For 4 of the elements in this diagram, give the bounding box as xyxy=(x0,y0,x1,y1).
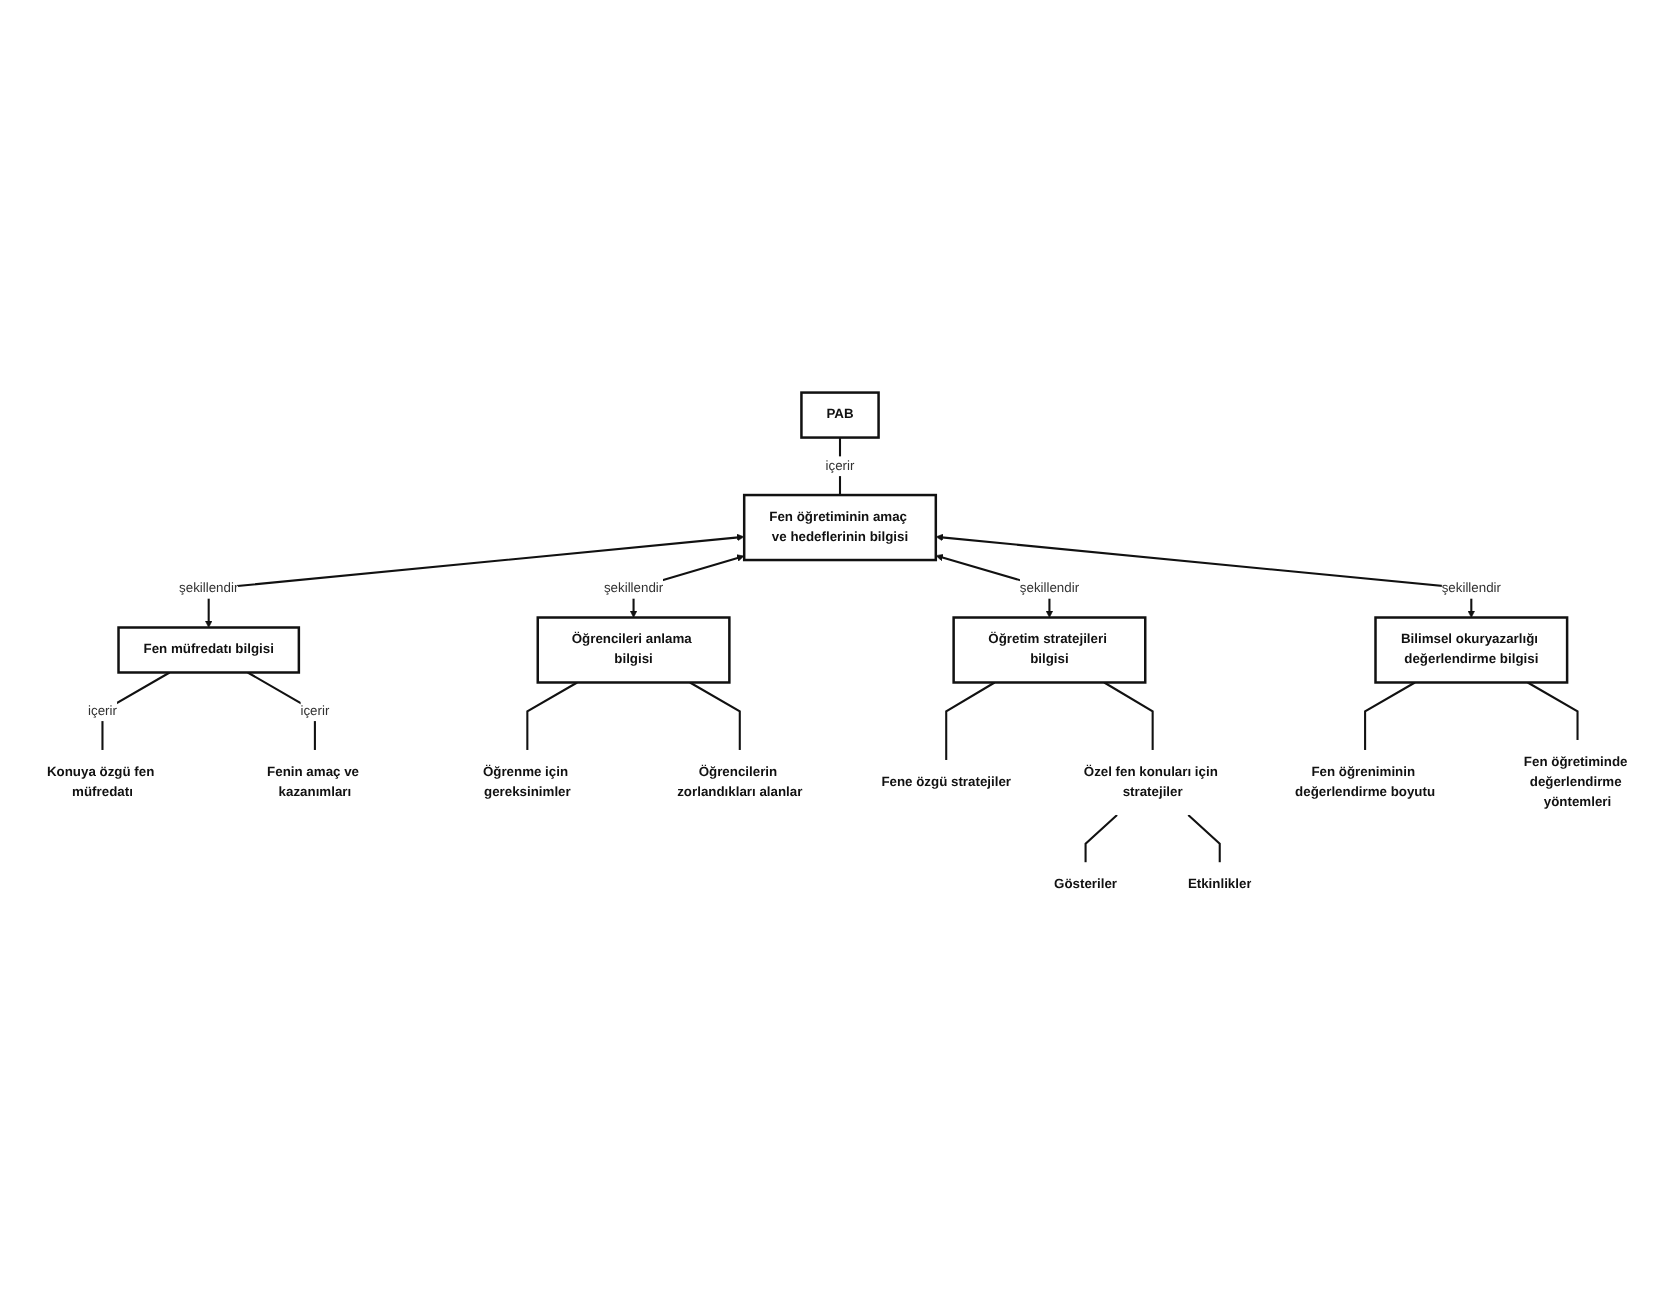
connector xyxy=(247,671,316,750)
connector xyxy=(1187,814,1221,863)
connector xyxy=(1084,814,1118,863)
connector xyxy=(1527,681,1579,740)
